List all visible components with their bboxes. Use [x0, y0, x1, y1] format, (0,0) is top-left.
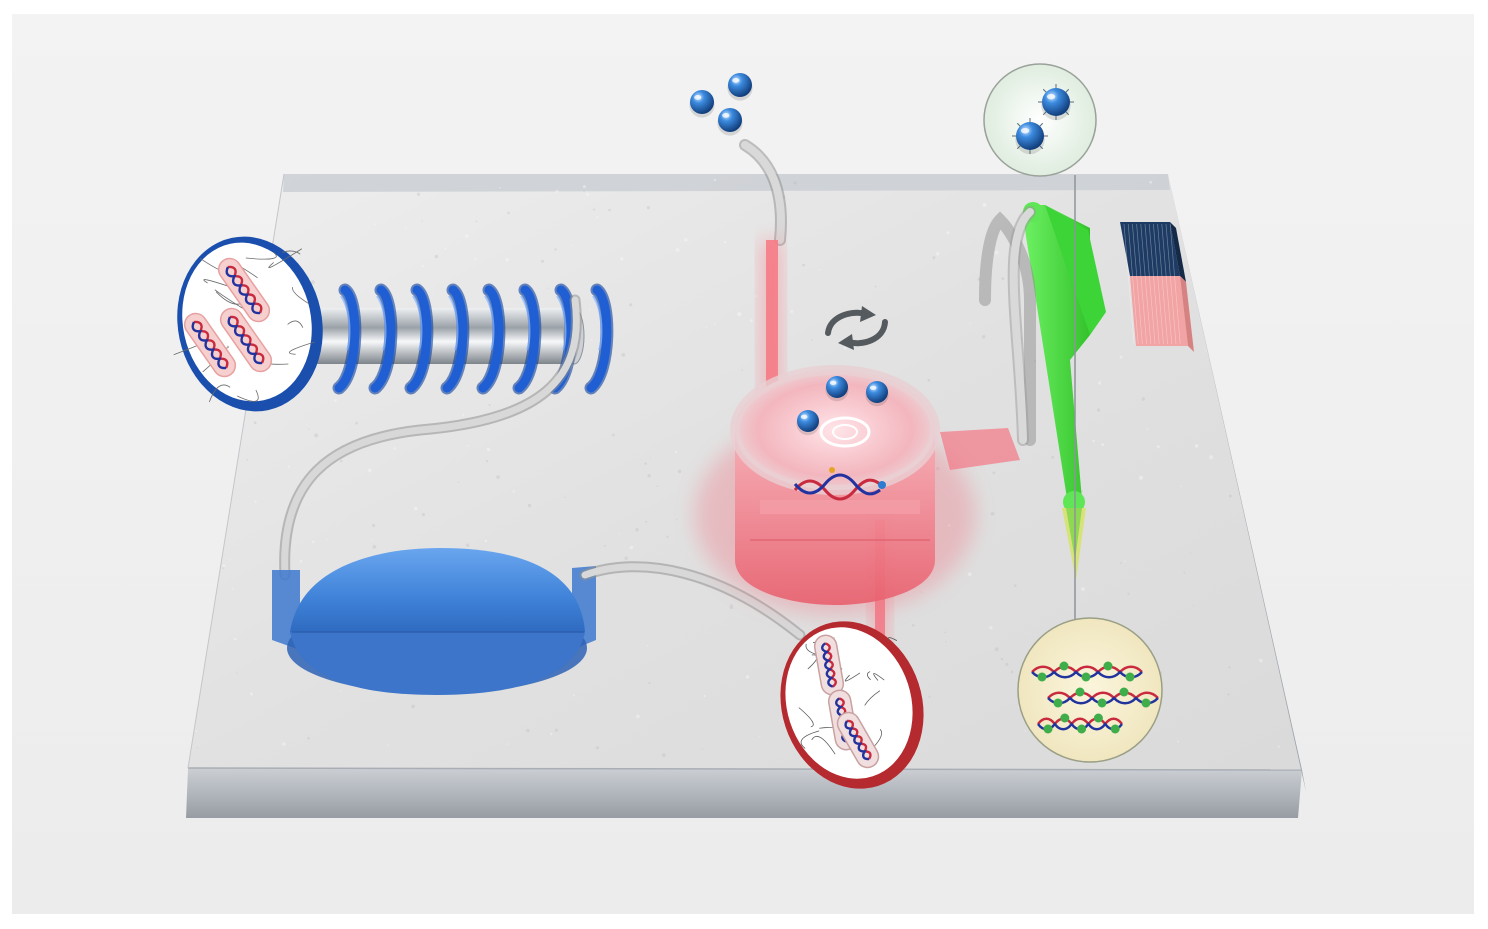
dna-strand — [793, 473, 881, 501]
captured-dna — [1031, 661, 1143, 682]
capture-probe — [1110, 724, 1120, 734]
capture-probe — [1119, 687, 1129, 697]
lysed-bacterium — [813, 634, 845, 696]
capture-probe — [1081, 672, 1091, 682]
capture-probe — [1125, 672, 1135, 682]
dna-helix — [844, 719, 872, 761]
coil-turn — [334, 285, 360, 393]
dna-helix — [191, 320, 229, 370]
bacterium — [217, 257, 271, 323]
bacterium — [183, 312, 237, 378]
capture-probe — [1037, 672, 1047, 682]
capture-probe — [1103, 661, 1113, 671]
bead — [718, 108, 742, 132]
capture-probe — [1141, 698, 1151, 708]
lysed-bacterium — [836, 711, 880, 769]
bead — [826, 376, 848, 398]
tube-chamber-channel — [979, 211, 1036, 446]
bead-small — [878, 481, 886, 489]
particle — [829, 467, 835, 473]
capture-probe — [1059, 661, 1069, 671]
capture-probe — [1075, 687, 1085, 697]
coil-icon — [300, 283, 614, 395]
blue-reservoir — [272, 548, 596, 695]
captured-dna — [1037, 713, 1123, 734]
bead — [866, 381, 888, 403]
coil-turn — [586, 285, 612, 393]
coil-turn — [370, 285, 396, 393]
chamber-beads — [796, 376, 889, 489]
bacterium — [219, 307, 273, 373]
inset-red — [780, 621, 924, 789]
inset-dna — [1017, 617, 1163, 763]
inset-beads — [983, 63, 1097, 177]
coil-turn — [406, 285, 432, 393]
bead — [1042, 88, 1070, 116]
capture-probe — [1060, 713, 1070, 723]
capture-probe — [1097, 698, 1107, 708]
dna-helix — [225, 265, 263, 315]
green-channel — [1023, 175, 1106, 640]
captured-dna — [1047, 687, 1159, 708]
beads-icon — [689, 73, 753, 136]
bead — [728, 73, 752, 97]
coil-turn — [442, 285, 468, 393]
capture-probe — [1077, 724, 1087, 734]
coil-turn — [514, 285, 540, 393]
rotating-chamber — [695, 365, 975, 615]
rotation-arrows-icon — [825, 306, 888, 350]
dna-helix — [227, 315, 265, 365]
bead — [1016, 122, 1044, 150]
capture-probe — [1093, 713, 1103, 723]
bar-magnet — [1120, 222, 1194, 352]
bead — [797, 410, 819, 432]
inset-blue — [173, 236, 323, 412]
capture-probe — [1053, 698, 1063, 708]
bead — [690, 90, 714, 114]
capture-probe — [1043, 724, 1053, 734]
dna-helix — [821, 642, 837, 688]
coil-turn — [478, 285, 504, 393]
